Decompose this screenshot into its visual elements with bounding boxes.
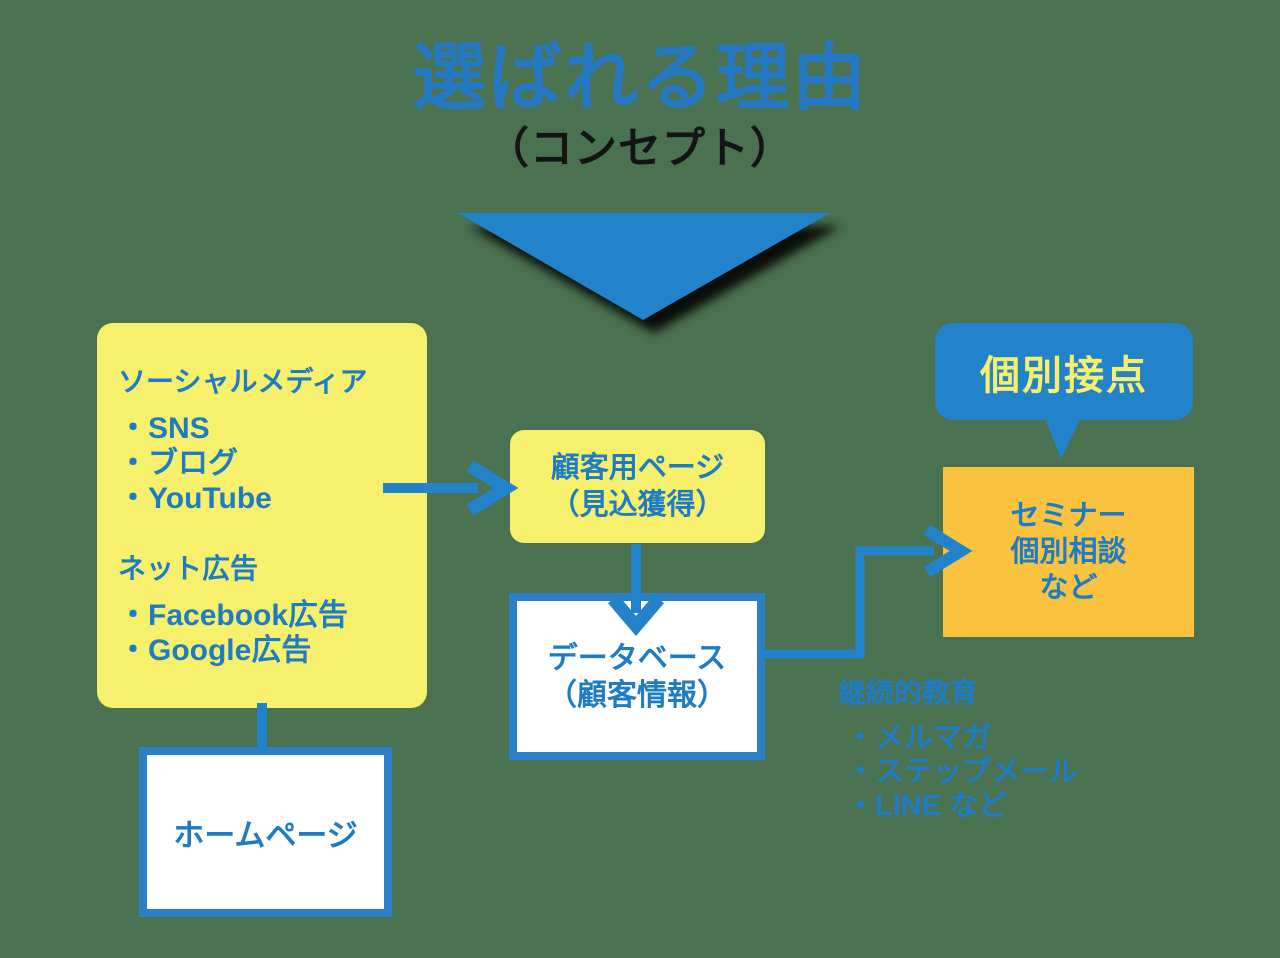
list-item-facebook-ads: ・Facebook広告 [118,599,349,632]
seminar-line1: セミナー [1010,500,1127,532]
bubble-tail-icon [1044,416,1082,459]
individual-contact-bubble: 個別接点 [935,323,1193,420]
lead-page-line1: 顧客用ページ [550,451,725,484]
homepage-box: ホームページ [139,747,392,917]
homepage-label: ホームページ [173,817,358,853]
education-heading: 継続的教育 [838,677,979,708]
list-item-youtube: ・YouTube [118,482,272,515]
database-line1: データベース [547,641,727,675]
list-item-google-ads: ・Google広告 [118,634,312,667]
database-line2: （顧客情報） [547,678,727,712]
database-box: データベース （顧客情報） [509,593,765,760]
flow-down-triangle-icon [458,213,830,320]
list-item-blog: ・ブログ [118,447,238,480]
social-media-box: ソーシャルメディア ・SNS ・ブログ ・YouTube ネット広告 ・Face… [97,323,427,708]
page-title: 選ばれる理由 [412,35,868,121]
spacer [118,516,417,552]
seminar-box: セミナー 個別相談 など [943,467,1194,637]
social-media-heading: ソーシャルメディア [118,366,368,397]
list-item-mailmag: ・メルマガ [846,722,992,754]
arrow-database-to-seminar-icon [762,524,973,659]
seminar-line2: 個別相談 [1010,536,1127,568]
education-block: 継続的教育 ・メルマガ ・ステップメール ・LINE など [838,676,1078,823]
list-item-stepmail: ・ステップメール [846,756,1079,788]
list-item-sns: ・SNS [118,412,210,445]
lead-page-box: 顧客用ページ （見込獲得） [510,430,765,543]
page-subtitle: （コンセプト） [486,124,794,174]
net-ads-heading: ネット広告 [118,553,259,584]
individual-contact-label: 個別接点 [980,353,1148,398]
lead-page-line2: （見込獲得） [550,488,725,521]
seminar-line3: など [1039,572,1098,604]
list-item-line: ・LINE など [846,790,1008,822]
